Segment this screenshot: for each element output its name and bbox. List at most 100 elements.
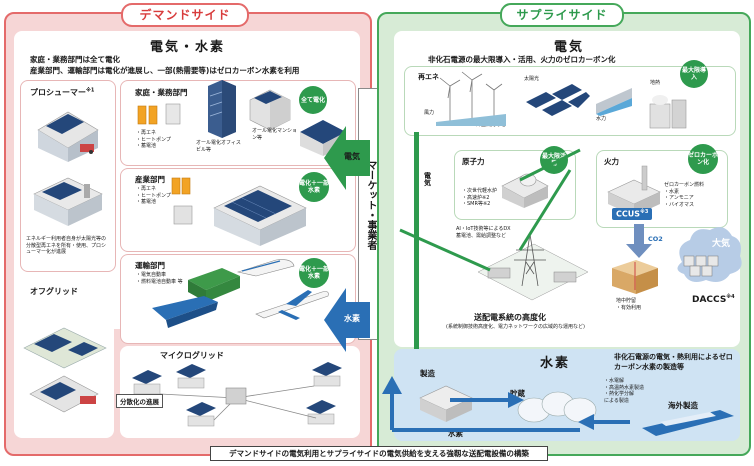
hydrogen-storage-label: 貯蔵: [510, 389, 525, 398]
household-item: ・ヒートポンプ: [136, 136, 171, 143]
transmission-tower-illustration: [477, 233, 589, 301]
renewable-label: 再エネ: [418, 73, 439, 81]
supply-subtitle: 非化石電源の最大限導入・活用、火力のゼロカーボン化: [428, 55, 616, 64]
demand-policy-line2: 産業部門、運輸部門は電化が進展し、一部(熱需要等)はゼロカーボン水素を利用: [30, 66, 300, 75]
thermal-fuel: ゼロカーボン燃料: [664, 182, 705, 188]
microgrid-illustration: [132, 362, 342, 427]
arrow-electricity-label: 電気: [344, 152, 360, 161]
storage-label: 地中貯留: [616, 298, 637, 304]
mansion-label: オール電化マンション等: [252, 128, 298, 141]
nuclear-items: ・次世代軽水炉 ・高速炉※2 ・SMR等※2: [462, 188, 497, 208]
microgrid-label: マイクログリッド: [160, 351, 224, 360]
solar-farm-illustration: [526, 84, 590, 116]
atmosphere-label: 大気: [712, 239, 731, 249]
transport-title: 運輸部門: [135, 261, 165, 270]
storage-illustration: [612, 260, 658, 294]
ccus-note: ※3: [640, 209, 649, 215]
nuclear-item: ・SMR等※2: [462, 201, 491, 207]
daccs-label: DACCS※4: [692, 294, 735, 305]
supply-vertical-line: [414, 132, 419, 368]
thermal-label: 火力: [604, 157, 619, 166]
h2-storage-tanks: [517, 391, 597, 423]
supply-electricity-title: 電気: [554, 40, 585, 55]
solar-label: 太陽光: [524, 76, 540, 82]
grid-note: (系統制御技術高度化、電力ネットワークの広域的な運用など): [446, 324, 585, 330]
office-tower-illustration: [208, 80, 236, 138]
thermal-fuel: ・バイオマス: [664, 201, 695, 208]
industry-items: ・再エネ ・ヒートポンプ ・蓄電池: [136, 186, 171, 206]
office-label: オール電化オフィスビル等: [196, 140, 241, 153]
hydrogen-item: ・水電解: [604, 378, 625, 384]
prosumer-factory-illustration: [33, 177, 103, 226]
hydrogen-item: による製造: [604, 397, 629, 404]
storage-labels: 地中貯留 ・有効利用: [616, 298, 641, 311]
ccus-arrow: [626, 224, 652, 258]
hydro-dam-illustration: [596, 88, 632, 116]
hydro-label: 水力: [596, 116, 607, 122]
h2-production-illustration: [419, 385, 473, 422]
nuclear-item: ・高速炉※2: [462, 194, 490, 201]
train-illustration: [236, 259, 295, 277]
nuclear-item: ・次世代軽水炉: [462, 188, 498, 194]
hydrogen-desc: 非化石電源の電気・熱利用によるゼロカーボン水素の製造等: [614, 353, 733, 371]
ccus-text: CCUS: [616, 209, 640, 219]
airplane-illustration: [255, 290, 329, 320]
hydrogen-item: ・高温熱水素製造: [604, 384, 645, 391]
thermal-fuel: ・アンモニア: [664, 195, 694, 201]
hydrogen-production-label: 製造: [420, 369, 435, 378]
elec-down-text: 電気: [423, 172, 432, 186]
prosumer-label: プロシューマー※1: [30, 87, 94, 98]
distributed-label: 分散化の進展: [116, 394, 163, 408]
hydrogen-flow-arrows: [382, 376, 630, 432]
supply-flow-lines: [399, 148, 581, 272]
market-label: マーケット・事業者: [365, 160, 376, 250]
hydrogen-overseas-label: 海外製造: [668, 401, 698, 410]
arrow-hydrogen-demand: [324, 288, 370, 352]
transport-item: ・燃料電池自動車 等: [136, 278, 183, 285]
bottom-caption: デマンドサイドの電気利用とサプライサイドの電気供給を支える強靱な送配電設備の構築: [210, 446, 548, 461]
factory-illustration: [213, 185, 307, 246]
bus-illustration: [188, 268, 240, 302]
grid-title: 送配電系統の高度化: [474, 313, 546, 322]
household-title: 家庭・業務部門: [135, 88, 188, 97]
max-intro-badge: 最大限導入: [680, 60, 708, 88]
hydrogen-items: ・水電解 ・高温熱水素製造 ・熱化学分解 による製造: [604, 378, 644, 404]
demand-electricity-title: 電気・水素: [150, 40, 226, 55]
ccus-label: CCUS※3: [612, 208, 653, 220]
supply-side-tag: サプライサイド: [500, 3, 624, 27]
daccs-note: ※4: [726, 294, 735, 300]
h2-tanker-ship: [642, 410, 734, 436]
offgrid-label: オフグリッド: [30, 287, 78, 296]
wind-label: 風力: [424, 110, 435, 116]
co2-label: CO2: [648, 235, 663, 243]
hydrogen-bottom-label: 水素: [448, 429, 463, 438]
industry-battery-icons: [171, 177, 193, 225]
geothermal-label: 地熱: [650, 80, 661, 86]
battery-icons: [137, 103, 181, 125]
household-badge: 全て電化: [299, 86, 327, 114]
household-items: ・再エネ ・ヒートポンプ ・蓄電池: [136, 130, 171, 150]
industry-item: ・再エネ: [136, 186, 157, 192]
nuclear-label: 原子力: [462, 157, 485, 166]
daccs-units-illustration: [683, 255, 719, 277]
prosumer-label-text: プロシューマー: [30, 88, 86, 97]
transport-item: ・電気自動車: [136, 272, 167, 278]
hydrogen-title: 水素: [540, 356, 571, 371]
hydrogen-item: ・熱化学分解: [604, 391, 635, 397]
prosumer-house-illustration: [37, 111, 99, 162]
thermal-badge: ゼロカーボン化: [688, 144, 718, 174]
transport-badge: 電化＋一部水素: [299, 258, 329, 288]
grid-ai-line: 蓄電池、需給調整など: [456, 232, 507, 239]
prosumer-note: ※1: [86, 87, 95, 94]
geothermal-illustration: [649, 95, 687, 129]
thermal-fuel: ・水素: [664, 188, 680, 195]
prosumer-desc: エネルギー利用者自身が太陽光等の分散型再エネを所有・使用、プロシューマー化が進展: [26, 236, 107, 255]
industry-title: 産業部門: [135, 175, 165, 184]
grid-ai-line: AI・IoT技術等によるDX: [456, 226, 511, 232]
arrow-electricity-demand: [324, 126, 370, 190]
household-item: ・蓄電池: [136, 143, 157, 149]
elec-down-label: 電気: [423, 172, 432, 186]
transport-items: ・電気自動車 ・燃料電池自動車 等: [136, 272, 183, 285]
wind-turbines-illustration: [436, 71, 506, 126]
ship-illustration: [152, 296, 218, 328]
